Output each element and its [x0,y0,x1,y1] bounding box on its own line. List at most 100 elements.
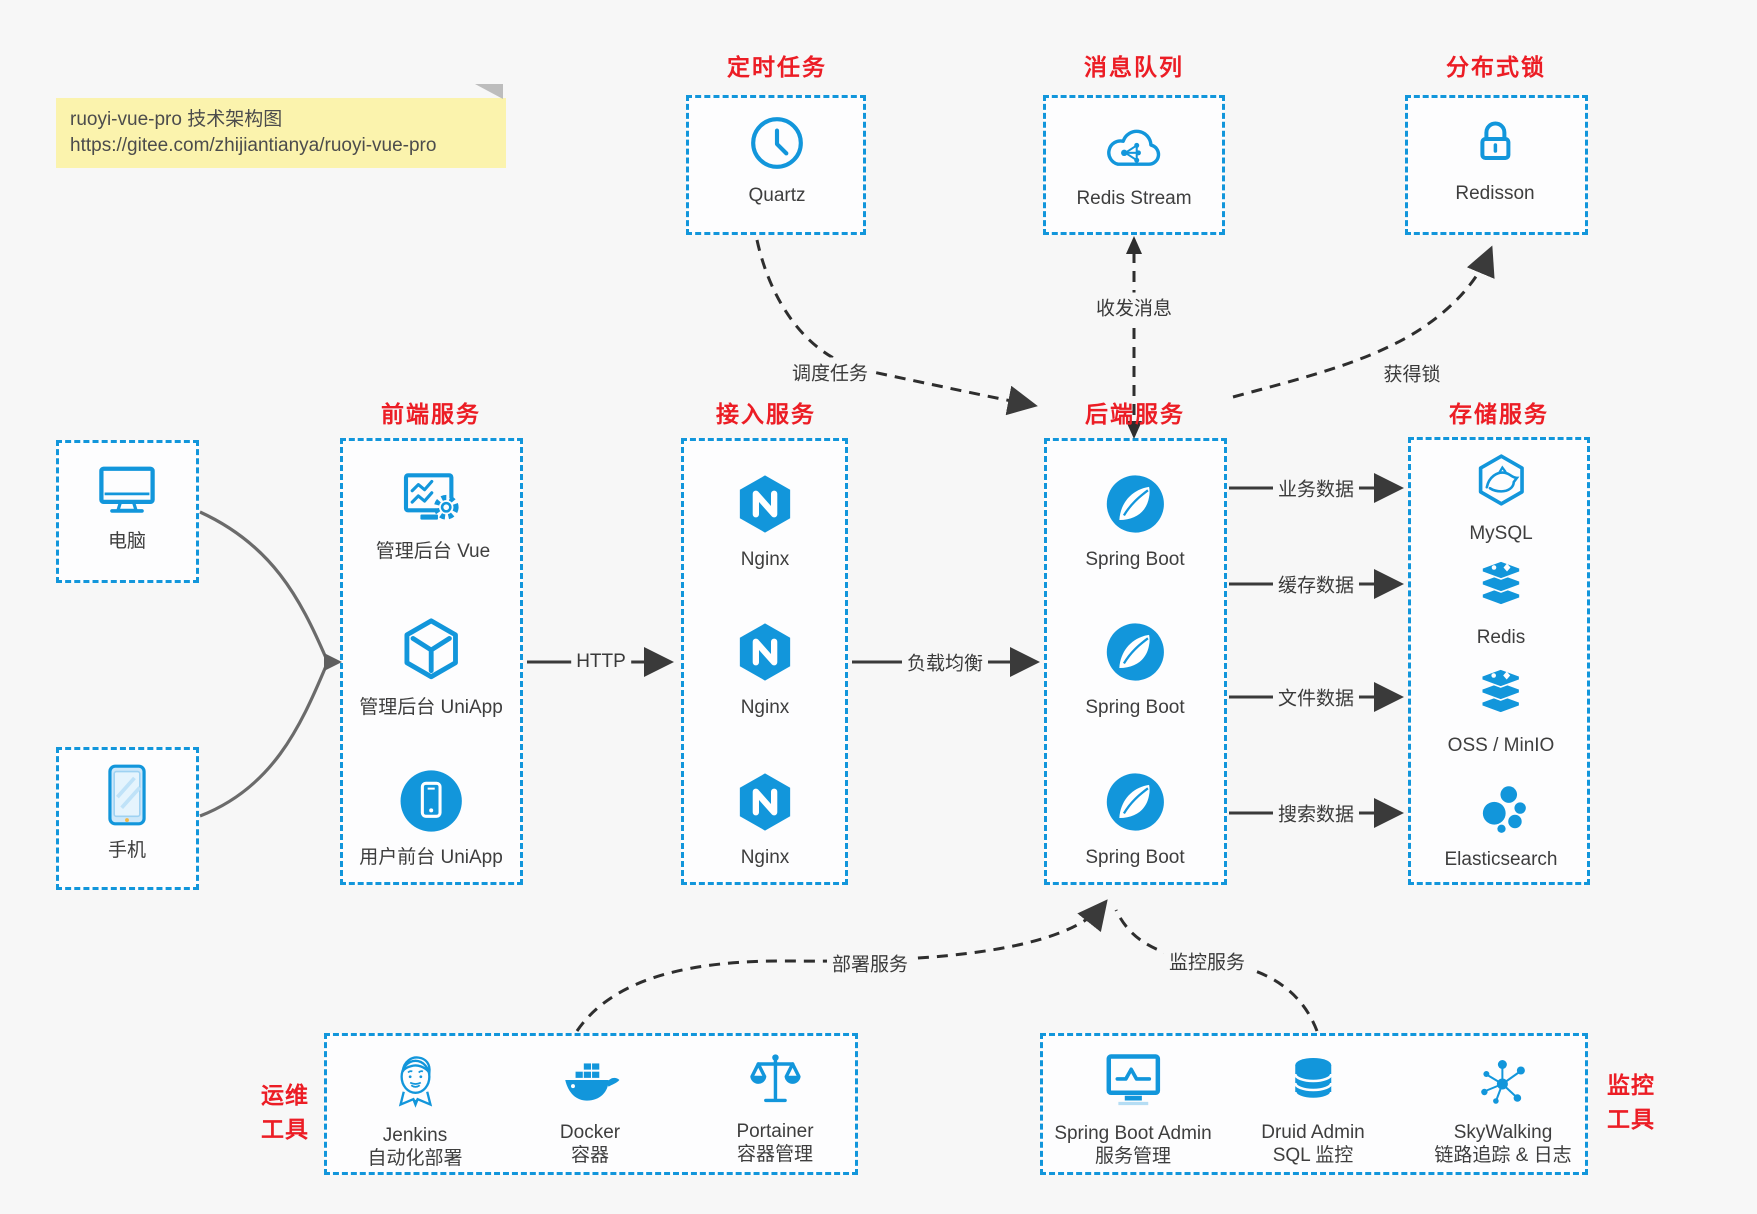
node-label: Redisson [1455,183,1535,204]
edge-acquire-lock [1232,245,1495,399]
node-spring-boot-3: Spring Boot [1085,770,1185,869]
group-title-mq: 消息队列 [1084,54,1184,80]
note-fold-corner [475,84,503,99]
group-title-backend: 后端服务 [1085,401,1185,427]
group-title-scheduled: 定时任务 [727,54,827,80]
smartphone-icon [103,763,151,832]
node-quartz: Quartz [748,114,806,207]
group-title-lock: 分布式锁 [1446,54,1546,80]
group-title-frontend: 前端服务 [381,401,481,427]
node-sublabel: 服务管理 [1094,1146,1171,1167]
node-spring-boot-admin: Spring Boot Admin 服务管理 [1054,1050,1212,1168]
node-label: Nginx [740,697,790,718]
database-icon [1284,1053,1342,1114]
node-docker: Docker 容器 [557,1055,623,1167]
elasticsearch-icon [1472,778,1530,841]
edge-label-acquire-lock: 获得锁 [1378,358,1446,388]
docker-icon [557,1055,623,1114]
node-user-uniapp: 用户前台 UniApp [359,768,503,869]
node-portainer: Portainer 容器管理 [736,1050,814,1166]
node-druid-admin: Druid Admin SQL 监控 [1261,1053,1365,1167]
lock-icon [1467,114,1523,175]
group-title-gateway: 接入服务 [716,401,816,427]
mysql-icon [1472,452,1530,515]
edge-label-file-data: 文件数据 [1272,682,1360,712]
desktop-icon [95,458,159,523]
edge-label-schedule-task: 调度任务 [786,357,874,387]
spring-icon [1103,472,1167,541]
node-mysql: MySQL [1469,452,1533,545]
node-label: Elasticsearch [1444,849,1558,870]
node-label: Spring Boot [1085,847,1185,868]
node-label: Spring Boot [1085,549,1185,570]
node-oss-minio: OSS / MinIO [1447,668,1555,757]
edge-label-deploy-service: 部署服务 [826,948,914,978]
node-sublabel: 容器 [570,1145,609,1166]
node-pc: 电脑 [95,458,159,553]
spring-icon [1103,620,1167,689]
node-jenkins: Jenkins 自动化部署 [367,1048,463,1170]
jenkins-icon [384,1048,446,1117]
node-label: Portainer [736,1121,814,1142]
node-nginx-1: Nginx [733,472,797,571]
node-label: Jenkins [382,1125,448,1146]
portainer-icon [745,1050,805,1113]
group-title-ops: 运维 工具 [261,1082,309,1142]
nginx-icon [733,770,797,839]
node-label: Nginx [740,847,790,868]
mobile-app-icon [398,768,464,839]
edge-label-search-data: 搜索数据 [1272,798,1360,828]
msg-arrowhead-down [1126,421,1142,439]
node-sublabel: 链路追踪 & 日志 [1434,1145,1572,1166]
node-label: Druid Admin [1261,1122,1365,1143]
node-label: Nginx [740,549,790,570]
node-sublabel: 容器管理 [736,1144,814,1165]
node-label: Docker [559,1122,621,1143]
cloud-stream-icon [1102,121,1166,176]
edge-label-load-balance: 负载均衡 [901,647,989,677]
node-spring-boot-2: Spring Boot [1085,620,1185,719]
node-label: 电脑 [107,531,146,552]
edge-label-monitor-service: 监控服务 [1163,946,1251,976]
admin-vue-icon [400,470,466,533]
redis-stack-icon [1473,668,1529,723]
nginx-icon [733,620,797,689]
node-label: MySQL [1469,523,1533,544]
sticky-note: ruoyi-vue-pro 技术架构图 https://gitee.com/zh… [56,84,506,168]
node-elasticsearch: Elasticsearch [1445,778,1558,871]
node-nginx-2: Nginx [733,620,797,719]
box-lock [1405,95,1588,235]
edge-label-cache-data: 缓存数据 [1272,569,1360,599]
node-label: 用户前台 UniApp [359,847,503,868]
group-title-storage: 存储服务 [1449,401,1549,427]
group-title-monitor: 监控 工具 [1607,1072,1655,1132]
edge-label-business-data: 业务数据 [1272,473,1360,503]
clock-icon [748,114,806,177]
node-label: 手机 [107,840,146,861]
edge-label-send-receive-message: 收发消息 [1090,292,1178,322]
node-nginx-3: Nginx [733,770,797,869]
node-sublabel: 自动化部署 [367,1148,463,1169]
monitor-chart-icon [1101,1050,1165,1115]
topology-icon [1474,1053,1532,1114]
node-label: Redis [1476,627,1526,648]
node-label: 管理后台 UniApp [359,697,503,718]
merge-arrowhead [324,653,342,671]
node-redis-stream: Redis Stream [1076,121,1192,210]
note-title: ruoyi-vue-pro 技术架构图 [70,109,283,130]
node-redis: Redis [1473,560,1529,649]
node-label: Spring Boot [1085,697,1185,718]
node-label: OSS / MinIO [1447,735,1555,756]
node-label: 管理后台 Vue [375,541,491,562]
node-label: Spring Boot Admin [1054,1123,1212,1144]
node-label: Redis Stream [1076,188,1192,209]
node-redisson: Redisson [1455,114,1535,205]
node-sublabel: SQL 监控 [1272,1145,1354,1166]
spring-icon [1103,770,1167,839]
msg-arrowhead-up [1126,236,1142,254]
node-admin-vue: 管理后台 Vue [376,470,490,563]
node-phone: 手机 [103,763,151,862]
node-skywalking: SkyWalking 链路追踪 & 日志 [1434,1053,1572,1167]
note-url: https://gitee.com/zhijiantianya/ruoyi-vu… [70,135,437,156]
